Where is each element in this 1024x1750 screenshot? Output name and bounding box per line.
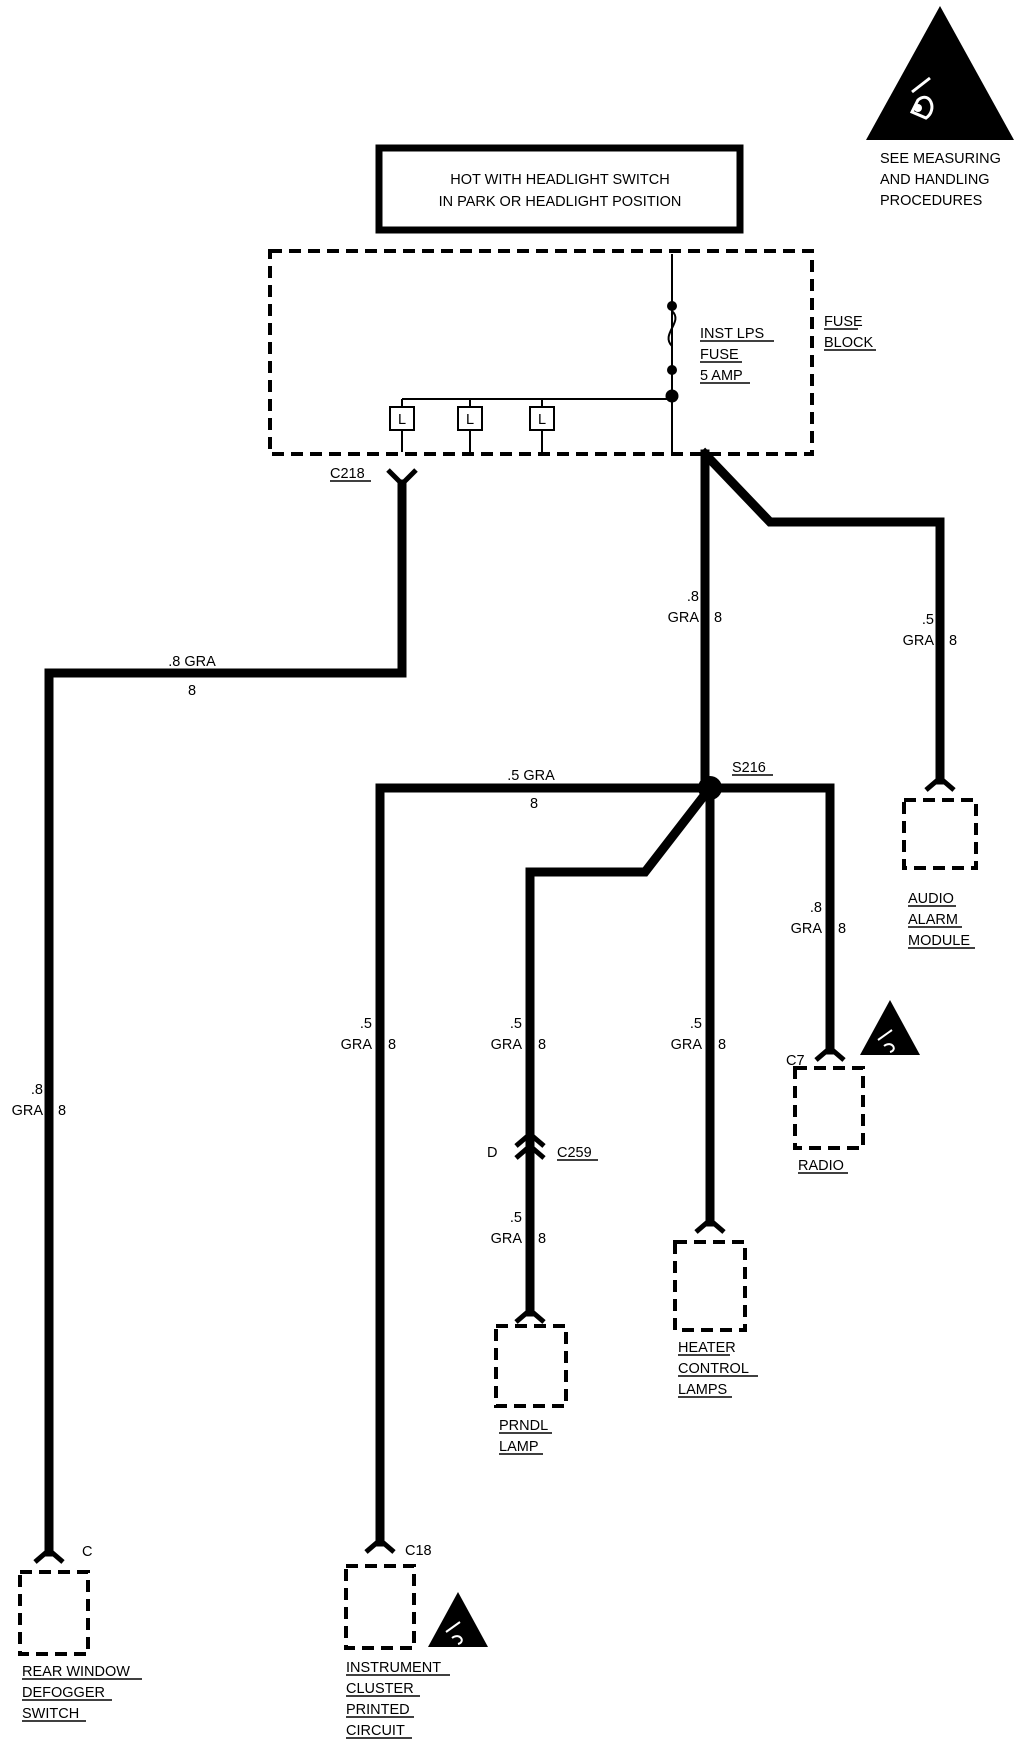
splice-s216-label: S216 [732, 760, 766, 776]
connector-c-rear [33, 1546, 65, 1564]
fuse-block-label-line2: BLOCK [824, 335, 873, 351]
wire-defogger-horizontal-circuit: 8 [188, 683, 196, 699]
hot-at-box: HOT WITH HEADLIGHT SWITCH IN PARK OR HEA… [375, 144, 744, 234]
wire-prndl-upper-circuit: 8 [538, 1037, 546, 1053]
hot-at-line2: IN PARK OR HEADLIGHT POSITION [439, 194, 682, 210]
heater-label-line1: HEATER [678, 1340, 736, 1356]
wire-instrument-cluster [375, 783, 715, 1547]
connector-audio [924, 774, 956, 792]
lamp-symbol-1-label: L [398, 412, 406, 428]
radio-module [793, 1066, 865, 1150]
fuse-block-splice [665, 389, 679, 403]
wire-cluster-horizontal-label: .5 GRA [507, 768, 555, 784]
connector-heater [694, 1216, 726, 1234]
rear-defogger-label-line3: SWITCH [22, 1706, 79, 1722]
hot-at-line1: HOT WITH HEADLIGHT SWITCH [450, 172, 669, 188]
radio-esd-icon [860, 1000, 920, 1055]
wire-cluster-color: GRA [341, 1037, 373, 1053]
prndl-label-line1: PRNDL [499, 1418, 548, 1434]
cluster-label-line4: CIRCUIT [346, 1723, 405, 1739]
audio-alarm-module [902, 798, 978, 870]
wire-prndl-upper [525, 781, 717, 1155]
connector-c259-label: C259 [557, 1145, 592, 1161]
wire-main-color: GRA [668, 610, 700, 626]
wire-defogger-circuit: 8 [58, 1103, 66, 1119]
connector-c-rear-label: C [82, 1544, 92, 1560]
wire-prndl-upper-color: GRA [491, 1037, 523, 1053]
lamp-symbol-2-label: L [466, 412, 474, 428]
cluster-esd-icon [428, 1592, 488, 1647]
prndl-label-line2: LAMP [499, 1439, 539, 1455]
heater-control-lamps [673, 1240, 747, 1332]
esd-warning-icon [866, 6, 1014, 140]
connector-c18-label: C18 [405, 1543, 432, 1559]
audio-alarm-label-line1: AUDIO [908, 891, 954, 907]
wire-defogger-size: .8 [31, 1082, 43, 1098]
fuse-block: FUSE BLOCK INST LPS FUSE 5 AMP L L [268, 249, 876, 456]
rear-defogger-label-line2: DEFOGGER [22, 1685, 105, 1701]
esd-notice-line2: AND HANDLING [880, 172, 990, 188]
fuse-label-line1: INST LPS [700, 326, 764, 342]
lamp-symbol-2: L [457, 399, 483, 452]
wire-prndl-lower-circuit: 8 [538, 1231, 546, 1247]
radio-label: RADIO [798, 1158, 844, 1174]
fuse-block-label-line1: FUSE [824, 314, 863, 330]
wire-audio-color: GRA [903, 633, 935, 649]
lamp-symbol-1: L [389, 399, 415, 452]
wire-cluster-horizontal-circuit: 8 [530, 796, 538, 812]
instrument-cluster-printed-circuit [344, 1564, 416, 1650]
audio-alarm-label-line2: ALARM [908, 912, 958, 928]
audio-alarm-label-line3: MODULE [908, 933, 970, 949]
wire-audio-size: .5 [922, 612, 934, 628]
connector-c7-label: C7 [786, 1053, 805, 1069]
fuse-label-line2: FUSE [700, 347, 739, 363]
wire-cluster-size: .5 [360, 1016, 372, 1032]
prndl-lamp [494, 1324, 568, 1408]
connector-c218-label: C218 [330, 466, 365, 482]
wire-prndl-upper-size: .5 [510, 1016, 522, 1032]
wire-radio-size: .8 [810, 900, 822, 916]
lamp-symbol-3-label: L [538, 412, 546, 428]
rear-defogger-label-line1: REAR WINDOW [22, 1664, 130, 1680]
esd-notice-line3: PROCEDURES [880, 193, 982, 209]
wire-audio-alarm [698, 447, 945, 785]
cluster-label-line1: INSTRUMENT [346, 1660, 441, 1676]
rear-window-defogger-switch [18, 1570, 90, 1656]
wire-main-size: .8 [687, 589, 699, 605]
wire-heater-size: .5 [690, 1016, 702, 1032]
connector-c7 [814, 1044, 846, 1062]
wire-prndl-lower-color: GRA [491, 1231, 523, 1247]
fuse-label-line3: 5 AMP [700, 368, 743, 384]
cluster-label-line3: PRINTED [346, 1702, 410, 1718]
inst-lps-fuse [667, 301, 677, 375]
cluster-label-line2: CLUSTER [346, 1681, 414, 1697]
wire-audio-circuit: 8 [949, 633, 957, 649]
connector-prndl [514, 1306, 546, 1324]
wire-heater-color: GRA [671, 1037, 703, 1053]
wire-rear-defogger [44, 479, 407, 1557]
wire-main-circuit: 8 [714, 610, 722, 626]
wire-cluster-circuit: 8 [388, 1037, 396, 1053]
connector-c259-pin: D [487, 1145, 497, 1161]
heater-label-line2: CONTROL [678, 1361, 749, 1377]
wire-prndl-lower-size: .5 [510, 1210, 522, 1226]
lamp-symbol-3: L [529, 399, 555, 452]
heater-label-line3: LAMPS [678, 1382, 727, 1398]
esd-notice-line1: SEE MEASURING [880, 151, 1001, 167]
wire-heater-circuit: 8 [718, 1037, 726, 1053]
connector-c18 [364, 1536, 396, 1554]
wire-defogger-horizontal-label: .8 GRA [168, 654, 216, 670]
wire-radio-color: GRA [791, 921, 823, 937]
wire-radio-circuit: 8 [838, 921, 846, 937]
wire-defogger-color: GRA [12, 1103, 44, 1119]
wire-radio [705, 783, 835, 1055]
